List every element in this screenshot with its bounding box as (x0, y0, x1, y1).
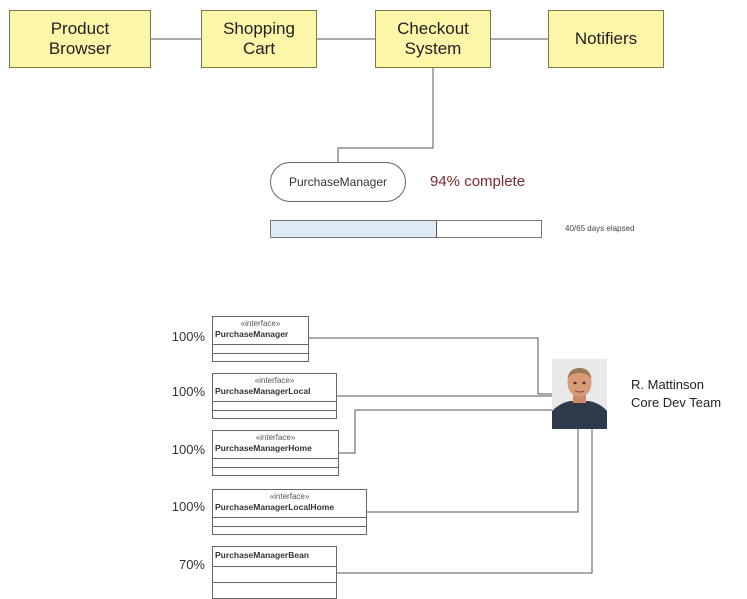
completion-status: 94% complete (430, 173, 526, 190)
class-box-purchase-manager-local[interactable]: «interface» PurchaseManagerLocal (212, 373, 337, 419)
class-completion-percent: 100% (171, 499, 205, 514)
class-name: PurchaseManager (215, 329, 289, 339)
class-divider (213, 410, 336, 411)
class-divider (213, 517, 366, 518)
owner-name: R. Mattinson (631, 377, 704, 392)
schedule-progress-fill (271, 221, 437, 237)
class-name: PurchaseManagerLocal (215, 386, 311, 396)
class-divider (213, 526, 366, 527)
class-name: PurchaseManagerLocalHome (215, 502, 335, 512)
class-name: PurchaseManagerHome (215, 443, 312, 453)
module-product-browser[interactable]: Product Browser (9, 10, 151, 68)
module-shopping-cart[interactable]: Shopping Cart (201, 10, 317, 68)
class-divider (213, 467, 338, 468)
class-stereotype: «interface» (240, 319, 281, 328)
class-stereotype: «interface» (254, 376, 295, 385)
class-stereotype: «interface» (269, 492, 310, 501)
class-completion-percent: 100% (171, 384, 205, 399)
days-elapsed-label: 40/65 days elapsed (565, 224, 635, 233)
owner-label: R. Mattinson Core Dev Team (631, 376, 721, 412)
class-completion-percent: 70% (178, 557, 205, 572)
class-completion-percent: 100% (171, 329, 205, 344)
class-box-purchase-manager-bean[interactable]: PurchaseManagerBean (212, 546, 337, 599)
class-completion-percent: 100% (171, 442, 205, 457)
component-purchase-manager[interactable]: PurchaseManager (270, 162, 406, 202)
class-divider (213, 401, 336, 402)
class-box-purchase-manager[interactable]: «interface» PurchaseManager (212, 316, 309, 362)
class-divider (213, 566, 336, 567)
class-box-purchase-manager-home[interactable]: «interface» PurchaseManagerHome (212, 430, 339, 476)
class-box-purchase-manager-local-home[interactable]: «interface» PurchaseManagerLocalHome (212, 489, 367, 535)
person-photo-icon (552, 359, 607, 429)
class-divider (213, 458, 338, 459)
module-notifiers[interactable]: Notifiers (548, 10, 664, 68)
schedule-progress-bar (270, 220, 542, 238)
class-divider (213, 353, 308, 354)
class-stereotype: «interface» (255, 433, 296, 442)
class-name: PurchaseManagerBean (215, 550, 310, 560)
class-divider (213, 344, 308, 345)
owner-team: Core Dev Team (631, 395, 722, 410)
class-divider (213, 582, 336, 583)
module-checkout-system[interactable]: Checkout System (375, 10, 491, 68)
